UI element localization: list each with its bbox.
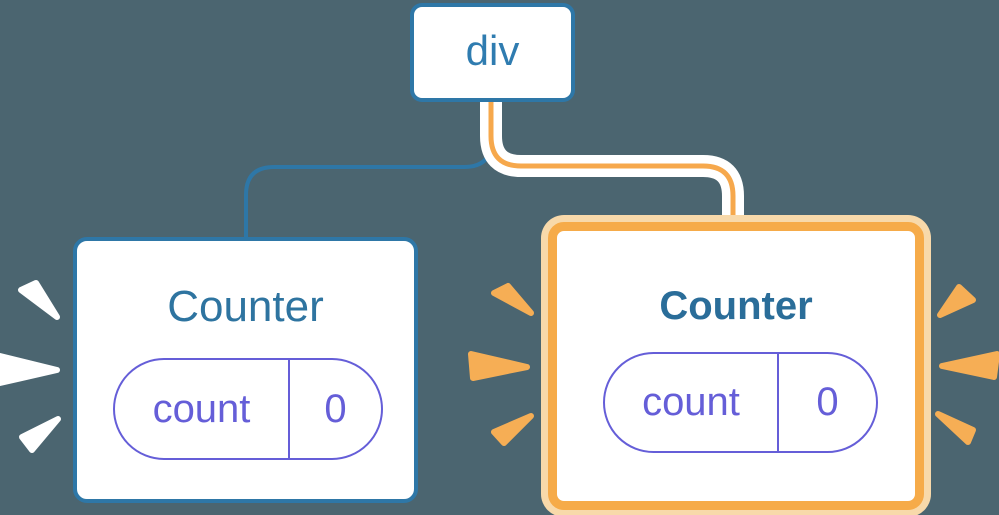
state-pill: count 0: [603, 352, 878, 453]
sparkle-burst-left-counter-icon: [0, 280, 61, 453]
counter-title: Counter: [659, 284, 813, 328]
state-value: 0: [324, 386, 347, 431]
sparkle-triangle: [491, 283, 534, 316]
state-pill: count 0: [113, 358, 383, 460]
sparkle-triangle: [937, 284, 976, 318]
sparkle-triangle: [19, 416, 61, 453]
state-name: count: [115, 360, 290, 458]
sparkle-triangle: [939, 351, 999, 380]
sparkle-triangle: [468, 351, 530, 381]
sparkle-burst-right-counter-left-icon: [468, 283, 534, 446]
edge-root-to-left-counter: [244, 100, 494, 239]
node-label: div: [465, 26, 520, 74]
sparkle-burst-right-counter-right-icon: [935, 284, 999, 445]
state-name: count: [605, 354, 779, 451]
sparkle-triangle: [0, 353, 60, 386]
state-value: 0: [816, 380, 839, 424]
counter-title: Counter: [167, 282, 324, 331]
edge-root-to-right-counter: [488, 100, 736, 224]
sparkle-triangle: [491, 413, 534, 446]
edge-root-to-right-counter-casing: [480, 100, 744, 224]
sparkle-triangle: [18, 280, 60, 320]
sparkle-triangle: [935, 411, 976, 445]
tree-node-counter-right: Counter count 0: [548, 222, 924, 510]
tree-node-div: div: [410, 3, 575, 102]
tree-node-counter-left: Counter count 0: [73, 237, 418, 503]
